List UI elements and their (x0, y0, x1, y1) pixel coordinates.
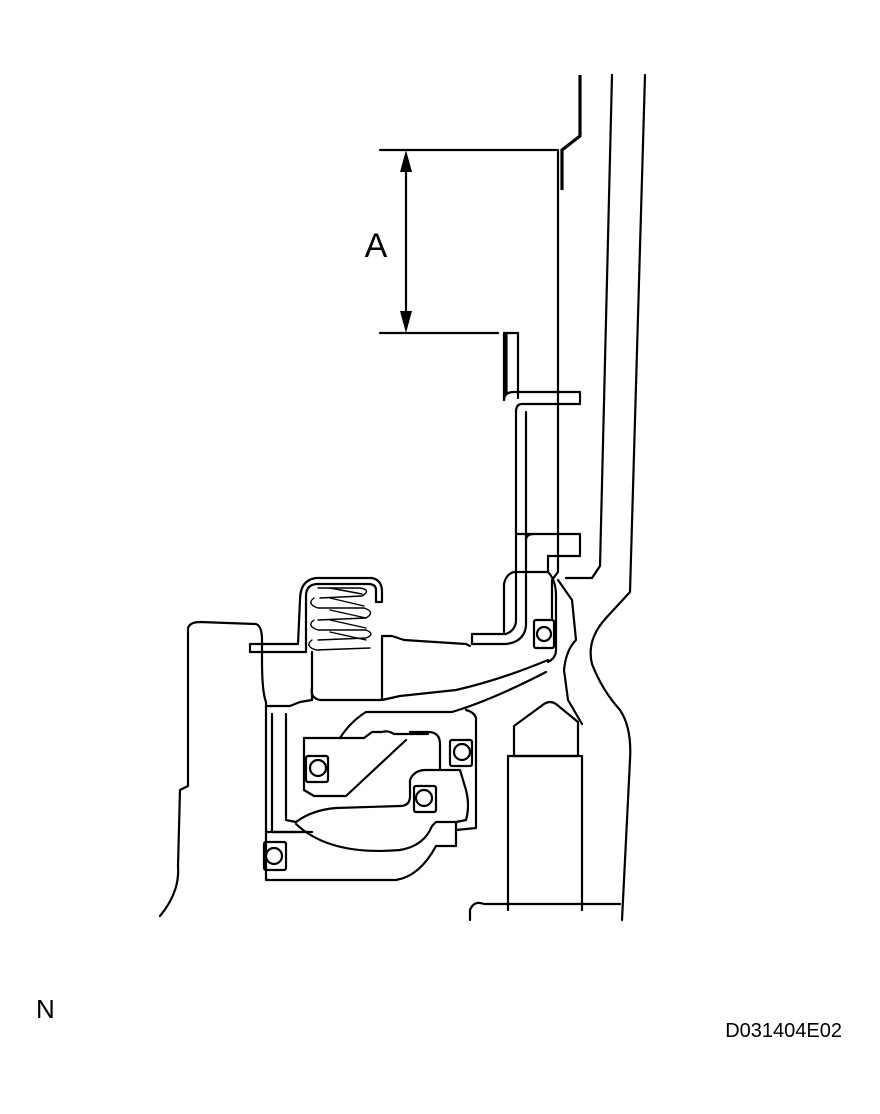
o-ring-lower-left (264, 846, 284, 866)
view-label: N (36, 994, 55, 1024)
arrowhead-down-icon (400, 311, 412, 333)
left-housing (158, 620, 314, 918)
plate (470, 331, 582, 646)
return-spring (248, 576, 384, 702)
dimension-a: A (365, 148, 558, 335)
o-ring-center (414, 788, 434, 808)
piston (310, 554, 558, 740)
figure-code: D031404E02 (725, 1020, 842, 1042)
seal-carrier (262, 708, 478, 882)
o-ring-upper (535, 625, 553, 643)
arrowhead-up-icon (400, 150, 412, 172)
dimension-label: A (365, 227, 388, 265)
center-shaft (468, 700, 622, 922)
o-ring-right-mid (452, 742, 472, 762)
o-ring-left-mid (308, 758, 328, 778)
outer-housing (550, 73, 647, 922)
